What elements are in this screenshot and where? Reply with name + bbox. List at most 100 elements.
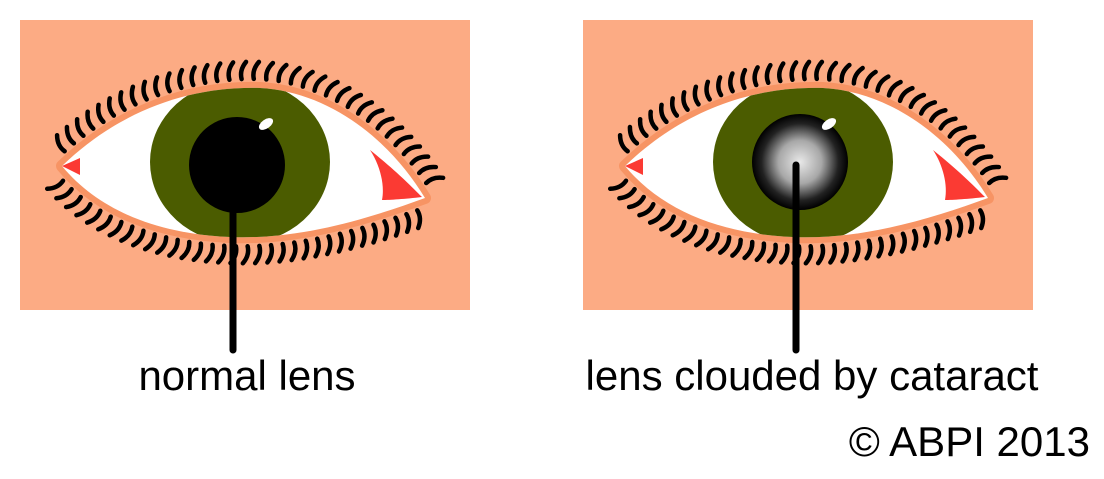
lower-eyelash xyxy=(336,231,344,254)
lower-eyelash xyxy=(922,225,930,248)
upper-eyelash xyxy=(814,59,825,82)
upper-eyelash xyxy=(189,65,197,88)
lower-eyelash xyxy=(911,228,919,251)
upper-eyelash xyxy=(938,116,958,131)
upper-eyelash xyxy=(416,164,439,176)
upper-eyelash xyxy=(201,62,210,86)
upper-eyelash xyxy=(177,67,185,91)
upper-eyelash xyxy=(409,154,431,166)
lower-eyelash xyxy=(978,208,986,231)
outer-corner xyxy=(370,150,422,200)
upper-eyelash xyxy=(897,85,915,104)
lower-eyelash xyxy=(840,241,849,264)
upper-eyelash xyxy=(276,62,289,84)
lower-eyelash xyxy=(277,241,286,264)
lower-eyelash xyxy=(693,228,709,248)
upper-eyelash xyxy=(972,154,994,166)
upper-eyelash xyxy=(323,79,340,98)
upper-eyelash xyxy=(669,96,680,118)
upper-eyelash xyxy=(851,65,865,86)
upper-eyelash xyxy=(153,75,161,98)
lower-eyelash xyxy=(359,225,367,248)
upper-eyelash xyxy=(214,61,223,84)
upper-eyelash xyxy=(355,100,375,116)
lower-eyelash xyxy=(967,211,975,235)
lower-eyelash xyxy=(876,236,884,259)
lower-eyelash xyxy=(107,219,124,238)
lower-eyelash xyxy=(63,194,83,210)
upper-eyelash xyxy=(165,71,172,94)
lower-eyelash xyxy=(705,232,720,252)
upper-eyelash xyxy=(979,164,1002,176)
lower-eyelash xyxy=(84,208,103,225)
lower-eyelash xyxy=(659,214,676,232)
upper-eyelash xyxy=(129,84,138,107)
lower-eyelash xyxy=(888,234,896,257)
upper-eyelash xyxy=(627,124,640,146)
upper-eyelash xyxy=(740,67,748,91)
upper-eyelash xyxy=(956,134,977,148)
lower-eyelash xyxy=(852,240,861,263)
normal-eye-panel xyxy=(20,20,470,354)
lower-eyelash xyxy=(393,215,401,238)
lower-eyelash xyxy=(215,243,227,265)
normal-lens-label: normal lens xyxy=(138,352,356,399)
lower-eyelash xyxy=(828,242,838,265)
lower-eyelash xyxy=(682,224,698,243)
upper-eyelash xyxy=(637,116,649,139)
lower-eyelash xyxy=(289,240,298,263)
lower-eyelash xyxy=(945,219,953,242)
upper-eyelash xyxy=(947,125,968,139)
lower-eyelash xyxy=(899,231,907,254)
upper-eyelash xyxy=(918,100,938,116)
upper-eyelash xyxy=(74,116,86,139)
upper-eyelash xyxy=(863,69,878,89)
lower-eyelash xyxy=(167,237,180,258)
upper-eyelash xyxy=(365,107,385,123)
lower-eyelash xyxy=(815,243,826,266)
upper-eyelash xyxy=(928,107,948,123)
pupil-lens xyxy=(189,117,285,213)
lower-eyelash xyxy=(382,219,390,242)
lower-eyelash xyxy=(730,237,743,258)
lower-eyelash xyxy=(415,208,423,231)
lower-eyelash xyxy=(626,194,646,210)
lower-eyelash xyxy=(96,214,113,232)
lower-eyelash xyxy=(301,238,310,261)
upper-eyelash xyxy=(85,109,96,131)
upper-eyelash xyxy=(704,79,712,102)
inner-corner xyxy=(625,158,643,175)
upper-eyelash xyxy=(64,124,77,146)
upper-eyelash xyxy=(141,79,149,102)
lower-eyelash xyxy=(637,201,656,218)
upper-eyelash xyxy=(789,60,799,83)
lower-eyelash xyxy=(348,228,356,251)
lower-eyelash xyxy=(240,243,251,266)
lower-eyelash xyxy=(265,242,275,265)
lower-eyelash xyxy=(956,215,964,238)
copyright-text: © ABPI 2013 xyxy=(848,418,1090,465)
upper-eyelash xyxy=(118,90,127,112)
lower-eyelash xyxy=(74,201,93,218)
upper-eyelash xyxy=(54,132,67,154)
upper-eyelash xyxy=(96,102,106,125)
upper-eyelash xyxy=(716,75,724,98)
upper-eyelash xyxy=(106,96,117,118)
upper-eyelash xyxy=(300,69,315,89)
upper-eyelash xyxy=(801,59,812,82)
upper-eyelash xyxy=(826,60,839,82)
upper-eyelash xyxy=(384,125,405,139)
upper-eyelash xyxy=(423,175,446,186)
upper-eyelash xyxy=(886,79,903,98)
upper-eyelash xyxy=(345,92,364,110)
upper-eyelash xyxy=(875,74,891,93)
upper-eyelash xyxy=(752,65,760,88)
cataract-eye-panel xyxy=(583,20,1033,354)
upper-eyelash xyxy=(251,59,262,82)
lower-eyelash xyxy=(130,228,146,248)
upper-eyelash xyxy=(964,144,986,157)
lower-eyelash xyxy=(617,186,637,201)
upper-eyelash xyxy=(659,102,669,125)
lower-eyelash xyxy=(647,208,666,225)
